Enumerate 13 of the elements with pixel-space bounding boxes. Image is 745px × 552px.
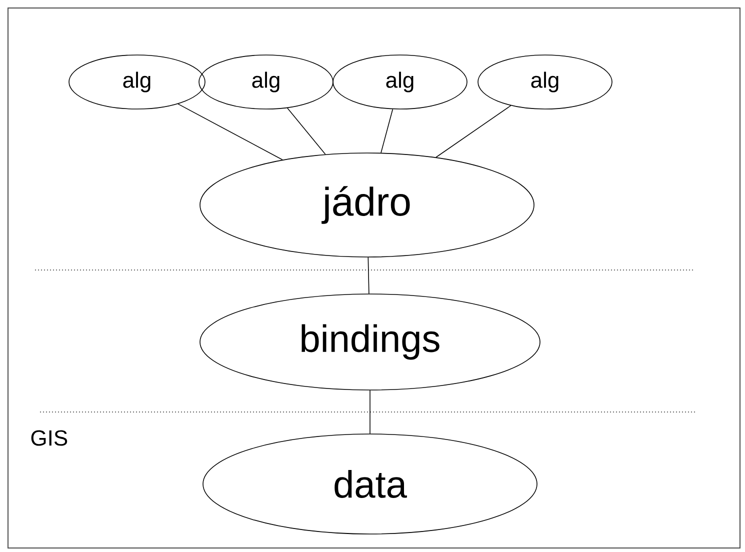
connector-line [368, 256, 370, 294]
connector-line [380, 108, 394, 154]
layer-label: GIS [31, 430, 68, 446]
ellipse-node: data [202, 434, 538, 534]
connector-line [178, 104, 283, 160]
connector-line [436, 105, 512, 158]
ellipse-node: alg [332, 54, 468, 110]
ellipse-node: alg [198, 54, 334, 110]
ellipse-node: bindings [200, 294, 540, 390]
ellipse-node: alg [68, 54, 206, 110]
ellipse-node: jádro [200, 152, 534, 258]
connector-line [286, 108, 326, 155]
ellipse-node: alg [478, 54, 612, 110]
